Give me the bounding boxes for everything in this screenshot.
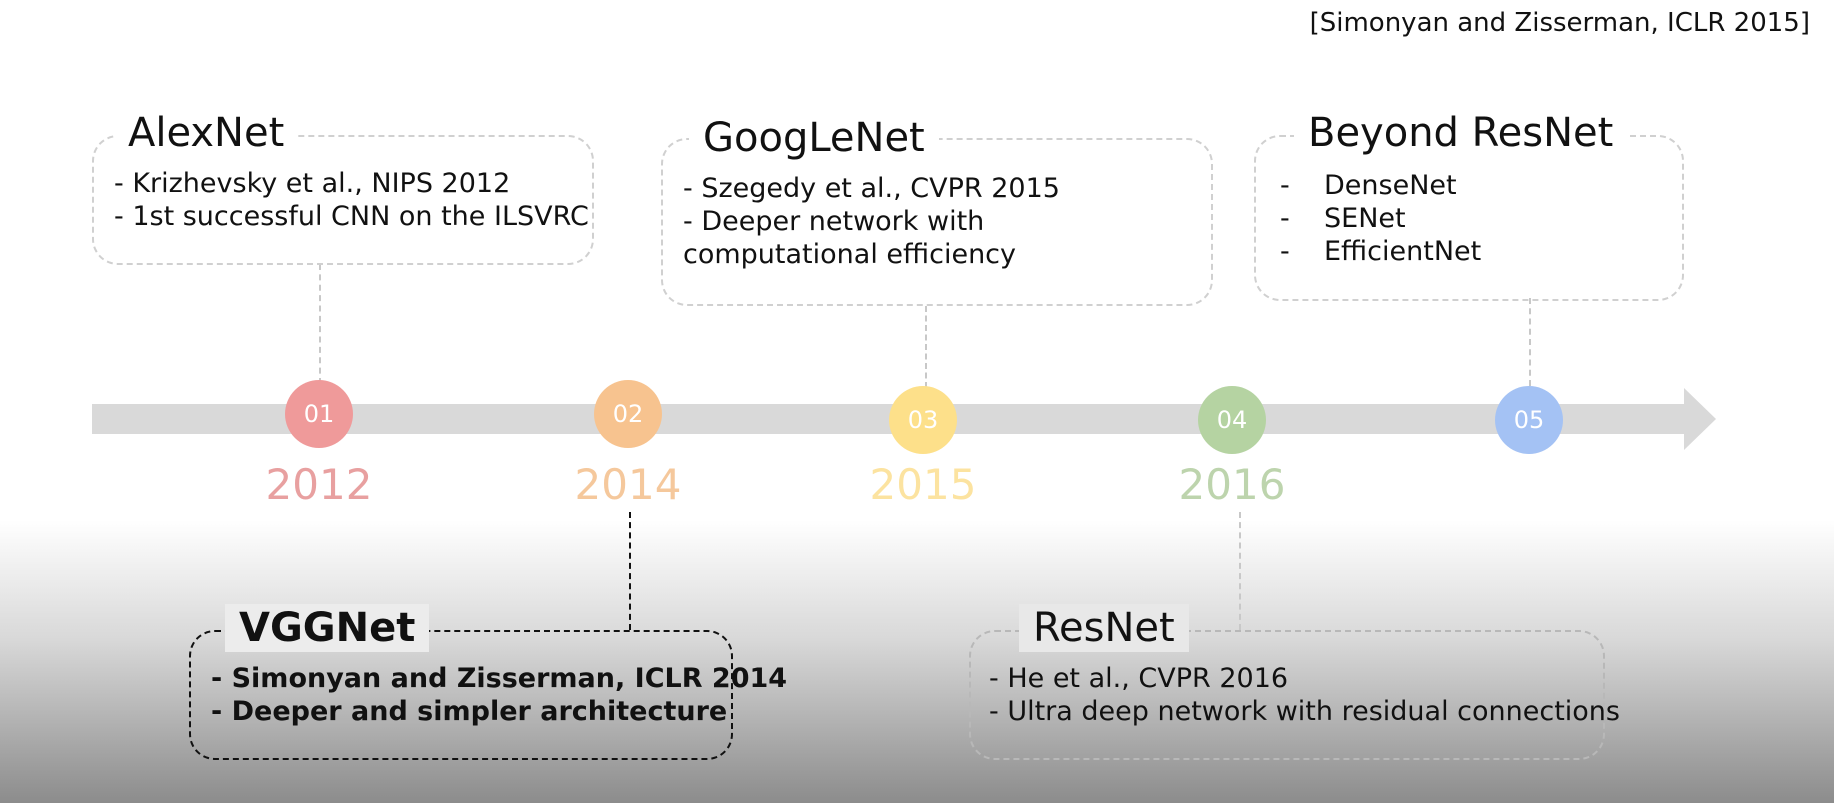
card-beyond-resnet: Beyond ResNet -DenseNet -SENet -Efficien… xyxy=(1254,109,1684,301)
connector-vggnet xyxy=(629,512,631,630)
list-item: -EfficientNet xyxy=(1280,236,1482,267)
card-body-alexnet: - Krizhevsky et al., NIPS 2012 - 1st suc… xyxy=(114,167,589,233)
timeline-dot-03: 03 xyxy=(889,386,957,454)
card-title-alexnet: AlexNet xyxy=(114,109,299,157)
citation: [Simonyan and Zisserman, ICLR 2015] xyxy=(1309,8,1810,38)
card-line: - 1st successful CNN on the ILSVRC xyxy=(114,201,589,232)
timeline-arrow-head xyxy=(1684,388,1716,450)
connector-resnet xyxy=(1239,512,1241,630)
card-line: - Deeper and simpler architecture xyxy=(211,696,728,727)
year-2012: 2012 xyxy=(265,460,373,509)
card-title-beyond-resnet: Beyond ResNet xyxy=(1294,109,1628,157)
timeline-dot-05: 05 xyxy=(1495,386,1563,454)
card-body-beyond-resnet: -DenseNet -SENet -EfficientNet xyxy=(1280,169,1481,268)
connector-alexnet xyxy=(319,264,321,384)
list-item-label: DenseNet xyxy=(1324,170,1457,201)
card-title-googlenet: GoogLeNet xyxy=(689,114,939,162)
card-vggnet: VGGNet - Simonyan and Zisserman, ICLR 20… xyxy=(189,604,787,760)
card-alexnet: AlexNet - Krizhevsky et al., NIPS 2012 -… xyxy=(92,109,594,265)
card-title-resnet: ResNet xyxy=(1019,604,1189,652)
list-item-label: EfficientNet xyxy=(1324,236,1482,267)
card-body-vggnet: - Simonyan and Zisserman, ICLR 2014 - De… xyxy=(211,662,787,728)
timeline-dot-01: 01 xyxy=(285,380,353,448)
year-2014: 2014 xyxy=(574,460,682,509)
year-2015: 2015 xyxy=(869,460,977,509)
list-item-label: SENet xyxy=(1324,203,1406,234)
card-body-resnet: - He et al., CVPR 2016 - Ultra deep netw… xyxy=(989,662,1620,728)
card-title-vggnet: VGGNet xyxy=(225,604,430,652)
card-line: - He et al., CVPR 2016 xyxy=(989,663,1289,694)
card-line: - Szegedy et al., CVPR 2015 xyxy=(683,173,1060,204)
card-body-googlenet: - Szegedy et al., CVPR 2015 - Deeper net… xyxy=(683,172,1183,271)
card-line: - Deeper network with computational effi… xyxy=(683,206,1017,270)
timeline-dot-04: 04 xyxy=(1198,386,1266,454)
card-line: - Krizhevsky et al., NIPS 2012 xyxy=(114,168,511,199)
card-line: - Ultra deep network with residual conne… xyxy=(989,696,1620,727)
card-resnet: ResNet - He et al., CVPR 2016 - Ultra de… xyxy=(969,604,1620,760)
card-googlenet: GoogLeNet - Szegedy et al., CVPR 2015 - … xyxy=(661,114,1213,306)
timeline-dot-02: 02 xyxy=(594,380,662,448)
connector-googlenet xyxy=(925,306,927,388)
list-item: -SENet xyxy=(1280,203,1406,234)
card-line: - Simonyan and Zisserman, ICLR 2014 xyxy=(211,663,788,694)
year-2016: 2016 xyxy=(1178,460,1286,509)
list-item: -DenseNet xyxy=(1280,170,1457,201)
connector-beyond-resnet xyxy=(1529,298,1531,386)
